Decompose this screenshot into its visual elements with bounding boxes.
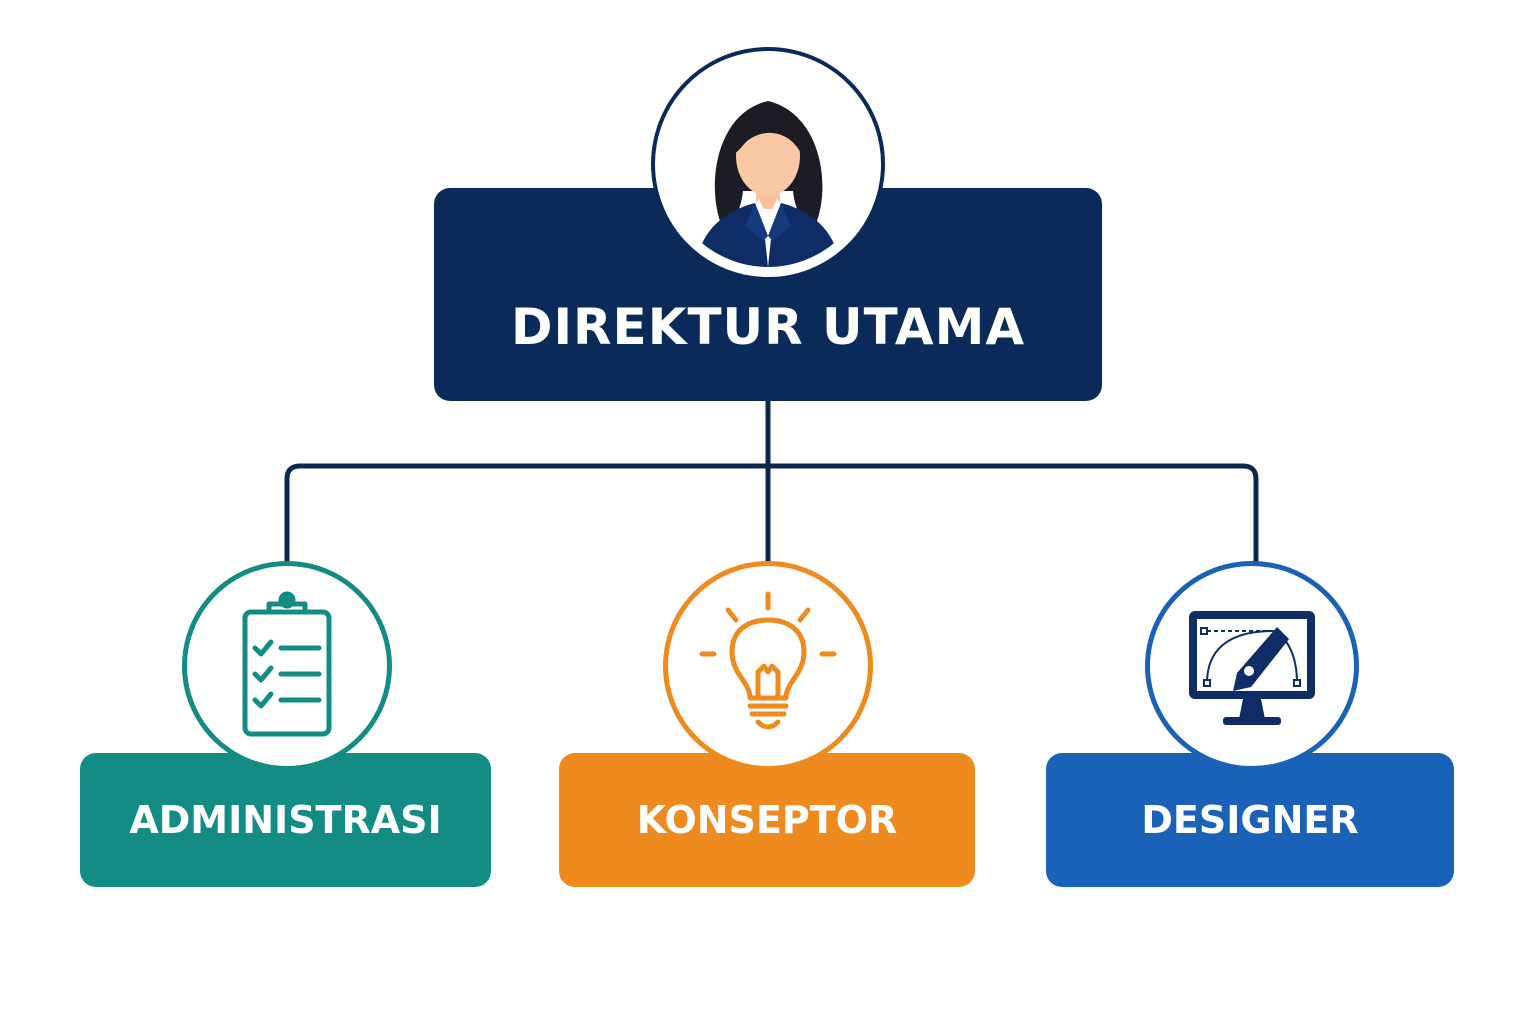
administrasi-icon-circle [182, 561, 392, 771]
konseptor-box: KONSEPTOR [559, 753, 975, 887]
clipboard-checklist-icon [242, 591, 332, 737]
designer-box: DESIGNER [1046, 753, 1454, 887]
connector-left-branch [284, 463, 771, 566]
administrasi-label: ADMINISTRASI [129, 798, 442, 842]
lightbulb-icon [699, 591, 837, 730]
director-label: DIREKTUR UTAMA [510, 297, 1026, 356]
designer-icon-circle [1145, 561, 1359, 771]
director-avatar [655, 51, 881, 277]
monitor-pen-tool-icon [1189, 611, 1315, 725]
connector-right-branch [765, 463, 1259, 566]
konseptor-icon-circle [663, 561, 873, 771]
administrasi-box: ADMINISTRASI [80, 753, 491, 887]
businesswoman-avatar-icon [695, 101, 841, 267]
designer-label: DESIGNER [1141, 798, 1359, 842]
konseptor-label: KONSEPTOR [636, 798, 898, 842]
